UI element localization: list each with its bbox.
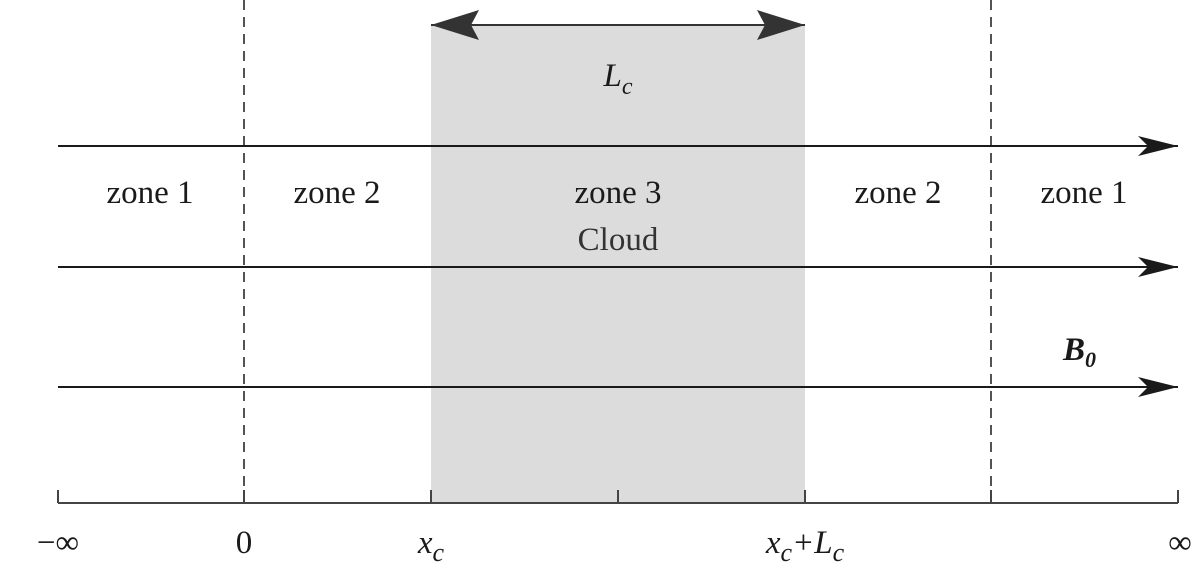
zone1-right-label: zone 1: [1040, 175, 1127, 211]
zero-label: 0: [236, 525, 253, 561]
zone2-right-label: zone 2: [854, 175, 941, 211]
zone3-label: zone 3: [574, 175, 661, 211]
length-label: Lc: [602, 58, 632, 100]
zone1-left-label: zone 1: [106, 175, 193, 211]
minus-infinity-label: −∞: [37, 525, 79, 561]
cloud-label: Cloud: [578, 222, 659, 258]
field-label: B0: [1062, 332, 1096, 372]
zone2-left-label: zone 2: [293, 175, 380, 211]
xc-label: xc: [417, 525, 445, 567]
cloud-region: [431, 25, 805, 503]
infinity-label: ∞: [1168, 525, 1192, 561]
xc-plus-lc-label: xc+Lc: [765, 525, 845, 567]
